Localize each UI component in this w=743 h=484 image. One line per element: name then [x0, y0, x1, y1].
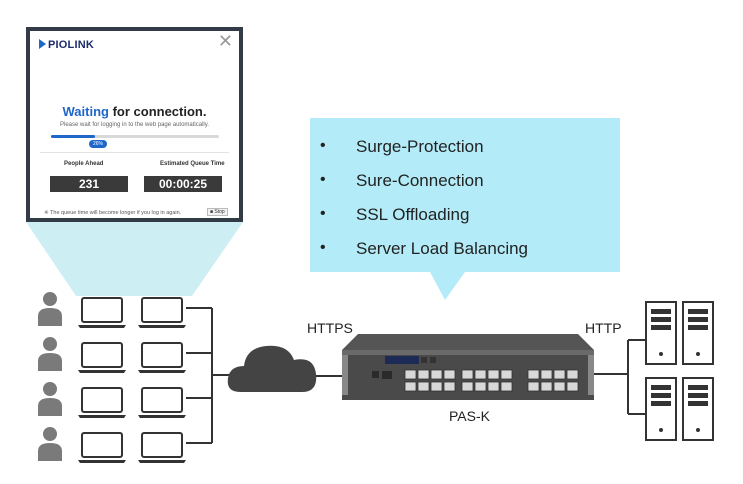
piolink-logo: PIOLINK: [39, 39, 94, 51]
logo-mark-icon: [39, 39, 46, 49]
laptop-icon: [78, 432, 126, 463]
user-icon: [38, 292, 62, 326]
user-icon: [38, 382, 62, 416]
popup-subtitle: Please wait for logging in to the web pa…: [60, 122, 209, 128]
http-label: HTTP: [585, 320, 622, 336]
appliance-icon: [342, 334, 594, 400]
progress-bar: [51, 135, 219, 138]
divider: [40, 152, 229, 153]
queue-note: ※ The queue time will become longer if y…: [44, 210, 182, 216]
popup-title: Waiting for connection.: [30, 104, 239, 119]
server-icon: [682, 377, 714, 441]
people-ahead-label: People Ahead: [64, 161, 104, 167]
queue-time-value: 00:00:25: [144, 176, 222, 192]
laptop-icon: [138, 342, 186, 373]
stop-button[interactable]: ■ Stop: [207, 208, 228, 216]
cloud-icon: [227, 345, 317, 392]
server-icon: [682, 301, 714, 365]
laptop-connectors: [186, 307, 236, 444]
feature-item: SSL Offloading: [318, 205, 528, 239]
laptop-icon: [78, 387, 126, 418]
laptop-icon: [78, 342, 126, 373]
user-icon: [38, 427, 62, 461]
laptop-grid: [78, 297, 186, 463]
queue-time-label: Estimated Queue Time: [160, 161, 225, 167]
laptop-icon: [78, 297, 126, 328]
laptop-icon: [138, 297, 186, 328]
feature-item: Server Load Balancing: [318, 239, 528, 273]
progress-badge: 26%: [89, 140, 108, 148]
server-icon: [645, 377, 677, 441]
server-icon: [645, 301, 677, 365]
title-rest: for connection.: [108, 104, 207, 119]
https-label: HTTPS: [307, 320, 353, 336]
server-grid: [645, 301, 714, 441]
laptop-icon: [138, 387, 186, 418]
brand-text: PIOLINK: [48, 39, 95, 51]
queue-popup: PIOLINK ✕ Waiting for connection. Please…: [26, 27, 243, 222]
device-label: PAS-K: [449, 408, 490, 424]
server-connectors: [594, 339, 646, 415]
people-ahead-value: 231: [50, 176, 128, 192]
user-icon-group: [38, 292, 62, 461]
feature-item: Sure-Connection: [318, 171, 528, 205]
feature-item: Surge-Protection: [318, 137, 528, 171]
progress-fill: [51, 135, 95, 138]
popup-beam: [26, 222, 243, 296]
laptop-icon: [138, 432, 186, 463]
port-grid: [404, 369, 579, 392]
user-icon: [38, 337, 62, 371]
feature-list: Surge-Protection Sure-Connection SSL Off…: [318, 137, 528, 273]
close-icon[interactable]: ✕: [217, 31, 233, 52]
title-highlight: Waiting: [62, 104, 109, 119]
